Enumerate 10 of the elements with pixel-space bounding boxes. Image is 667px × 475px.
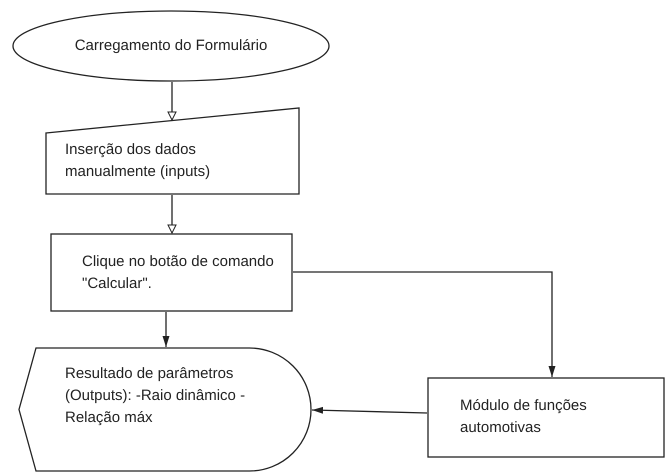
- arrow: [293, 271, 556, 377]
- arrow: [312, 406, 428, 414]
- node-text: Inserção dos dados manualmente (inputs): [65, 141, 210, 180]
- arrow: [162, 312, 170, 347]
- arrow: [168, 195, 176, 234]
- arrow: [168, 82, 176, 120]
- node-text: Resultado de parâmetros (Outputs): -Raio dinâmico -Relação máx: [65, 365, 246, 426]
- node-text: Clique no botão de comando "Calcular".: [82, 253, 274, 292]
- node-text: Carregamento do Formulário: [74, 36, 268, 56]
- node-text: Módulo de funções automotivas: [460, 397, 587, 436]
